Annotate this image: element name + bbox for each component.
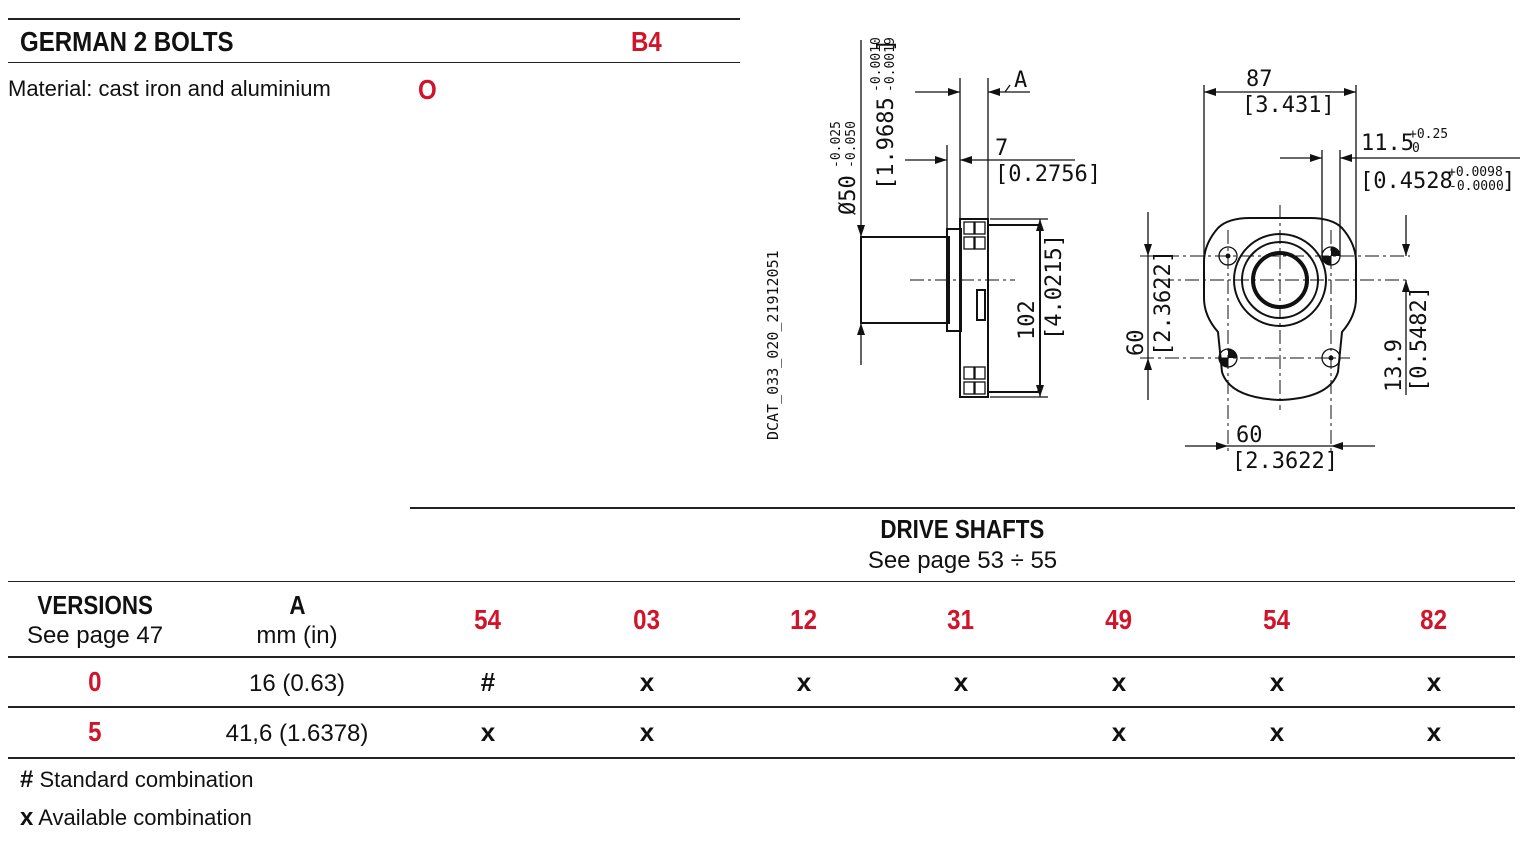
shaft-col-5: 49 <box>1105 604 1133 635</box>
a-subheader: mm (in) <box>256 622 338 649</box>
diameter-in-tol-upper: -0.0010 <box>869 37 884 92</box>
material-label: Material: cast iron and aluminium <box>8 76 331 101</box>
legend-available-symbol: x <box>20 804 34 831</box>
diameter-tol-lower: -0.050 <box>844 121 859 168</box>
dim-11-5-in-tol-upper: +0.0098 <box>1448 165 1503 180</box>
legend-standard-text: Standard combination <box>39 767 254 792</box>
combination-mark: x <box>480 717 496 747</box>
flange-code: B4 <box>631 26 662 57</box>
drawing-ref-code: DCAT_033_020_21912051 <box>764 250 782 440</box>
combination-mark: x <box>639 717 655 747</box>
diameter-in-tol-lower: -0.0019 <box>883 37 898 92</box>
page-title: GERMAN 2 BOLTS <box>20 26 234 57</box>
versions-header: VERSIONS <box>37 590 153 620</box>
dim-11-5-label: 11.5 <box>1361 131 1414 156</box>
dim-13-9-label: 13.9 <box>1382 339 1407 392</box>
diameter-tol-upper: -0.025 <box>829 121 844 168</box>
dim-102-label: 102 <box>1015 300 1040 340</box>
legend-standard-symbol: # <box>20 766 34 793</box>
technical-drawing: DCAT_033_020_21912051 <box>764 37 1520 474</box>
dim-7-in-label: [0.2756] <box>995 162 1101 187</box>
legend-available: x Available combination <box>20 804 252 832</box>
combination-mark: x <box>796 667 812 697</box>
front-view: 87 [3.431] 11.5 +0.25 0 [0.4528 +0.0098 … <box>1124 67 1520 474</box>
dim-11-5-tol-upper: +0.25 <box>1409 127 1448 142</box>
version-value: 5 <box>88 716 102 747</box>
dim-60-v-in-label: [2.3622] <box>1151 250 1176 356</box>
diameter-in-label: [1.9685 <box>874 97 899 190</box>
table-body-rule <box>8 656 1515 658</box>
dim-87-label: 87 <box>1246 67 1273 92</box>
a-header: A <box>288 590 306 620</box>
combination-mark: x <box>1426 667 1442 697</box>
dim-13-9-in-label: [0.5482] <box>1407 286 1432 392</box>
combination-mark: x <box>1111 717 1127 747</box>
diameter-in-close: ] <box>874 39 899 52</box>
side-view: Ø50 -0.025 -0.050 [1.9685 -0.0010 -0.001… <box>829 37 1101 398</box>
combination-mark: # <box>480 667 496 697</box>
shaft-col-7: 82 <box>1420 604 1448 635</box>
drive-shafts-subtitle: See page 53 ÷ 55 <box>867 547 1058 574</box>
a-value: 16 (0.63) <box>248 670 346 697</box>
table-bottom-rule <box>8 757 1515 759</box>
dim-a-label: A <box>1014 68 1027 93</box>
diameter-label: Ø50 <box>836 175 861 215</box>
dim-102-in-label: [4.0215] <box>1042 234 1067 340</box>
versions-subheader: See page 47 <box>26 622 164 649</box>
dim-60-h-in-label: [2.3622] <box>1232 449 1338 474</box>
header-top-rule <box>8 18 740 20</box>
shaft-col-6: 54 <box>1263 604 1291 635</box>
header-bottom-rule <box>8 62 740 63</box>
legend-available-text: Available combination <box>38 805 252 830</box>
combination-mark: x <box>639 667 655 697</box>
dim-11-5-in-label: [0.4528 <box>1360 169 1453 194</box>
dim-11-5-tol-lower: 0 <box>1412 141 1420 156</box>
combination-mark: x <box>1426 717 1442 747</box>
table-header-rule <box>8 581 1515 582</box>
dim-7-label: 7 <box>995 136 1008 161</box>
shaft-col-1: 54 <box>474 604 502 635</box>
dim-11-5-in-close: ] <box>1502 169 1515 194</box>
combination-mark: x <box>953 667 969 697</box>
shaft-col-4: 31 <box>947 604 975 635</box>
table-row-rule <box>8 706 1515 708</box>
version-value: 0 <box>88 666 102 697</box>
shaft-col-2: 03 <box>633 604 661 635</box>
a-value: 41,6 (1.6378) <box>225 720 369 747</box>
drive-shafts-title: DRIVE SHAFTS <box>880 514 1045 544</box>
dim-60-h-label: 60 <box>1236 423 1263 448</box>
combination-mark: x <box>1269 717 1285 747</box>
drive-shafts-top-rule <box>410 507 1515 509</box>
combination-mark: x <box>1269 667 1285 697</box>
material-symbol: O <box>418 74 437 105</box>
shaft-col-3: 12 <box>790 604 818 635</box>
dim-87-in-label: [3.431] <box>1242 93 1335 118</box>
legend-standard: # Standard combination <box>20 766 254 794</box>
combination-mark: x <box>1111 667 1127 697</box>
dim-11-5-in-tol-lower: -0.0000 <box>1449 179 1504 194</box>
dim-60-v-label: 60 <box>1124 330 1149 357</box>
